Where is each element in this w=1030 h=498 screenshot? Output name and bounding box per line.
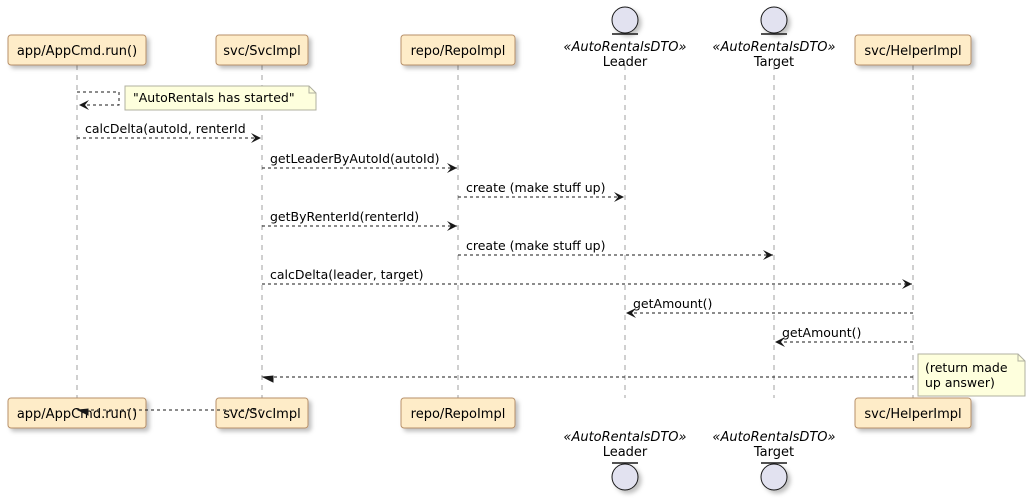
note-started-text: "AutoRentals has started" (133, 90, 295, 105)
message-arrowhead (626, 308, 636, 318)
entity-icon (760, 6, 788, 34)
participant-repo-top: repo/RepoImpl (400, 34, 516, 66)
message-5: getByRenterId(renterId) (262, 209, 457, 231)
message-label: calcDelta(autoId, renterId (85, 121, 246, 136)
entity-icon (611, 6, 639, 34)
return-arrowhead (261, 375, 274, 383)
message-11 (76, 408, 262, 416)
participants-top: app/AppCmd.run() svc/SvcImpl repo/RepoImpl… (7, 6, 972, 70)
participant-label: svc/SvcImpl (223, 407, 300, 422)
entity-label: Target (753, 55, 794, 70)
message-4: create (make stuff up) (458, 180, 624, 202)
message-arrowhead (614, 192, 624, 202)
entity-target-bottom: «AutoRentalsDTO»Target (712, 430, 836, 491)
participant-label: svc/SvcImpl (223, 44, 300, 59)
entity-label: Target (753, 445, 794, 460)
participant-svc-bottom: svc/SvcImpl (215, 397, 309, 429)
entity-label: Leader (603, 445, 648, 460)
message-9: getAmount() (775, 325, 913, 347)
message-6: create (make stuff up) (458, 238, 773, 260)
lifelines (76, 65, 914, 398)
message-label: getByRenterId(renterId) (270, 209, 419, 224)
return-arrowhead (76, 408, 89, 416)
participant-label: svc/HelperImpl (864, 44, 961, 59)
note-started: "AutoRentals has started" (124, 85, 317, 111)
message-label: create (make stuff up) (466, 180, 605, 195)
entity-stereotype: «AutoRentalsDTO» (563, 430, 686, 445)
participant-svc-top: svc/SvcImpl (215, 34, 309, 66)
participant-label: app/AppCmd.run() (17, 44, 137, 59)
entity-icon (760, 463, 788, 491)
entity-target-top: «AutoRentalsDTO»Target (712, 6, 836, 70)
message-label: getLeaderByAutoId(autoId) (270, 151, 440, 166)
messages: calcDelta(autoId, renterId getLeaderByAut… (76, 91, 913, 416)
message-label: getAmount() (782, 325, 861, 340)
message-label: calcDelta(leader, target) (270, 267, 424, 282)
participant-app-bottom: app/AppCmd.run() (7, 397, 147, 429)
participant-label: repo/RepoImpl (411, 407, 506, 422)
message-arrowhead (447, 163, 457, 173)
entity-leader-top: «AutoRentalsDTO»Leader (563, 6, 687, 70)
entity-stereotype: «AutoRentalsDTO» (712, 430, 835, 445)
participant-helper-top: svc/HelperImpl (854, 34, 972, 66)
note-return: (return made up answer) (917, 353, 1026, 397)
entity-stereotype: «AutoRentalsDTO» (712, 40, 835, 55)
participant-label: repo/RepoImpl (411, 44, 506, 59)
message-arrowhead (251, 133, 261, 143)
message-arrowhead (447, 221, 457, 231)
participants-bottom: app/AppCmd.run() svc/SvcImpl repo/RepoImpl… (7, 397, 972, 491)
message-10 (261, 375, 913, 383)
message-1 (77, 91, 120, 110)
note-return-line-2: up answer) (925, 375, 995, 390)
message-arrowhead (763, 250, 773, 260)
participant-label: svc/HelperImpl (864, 407, 961, 422)
note-return-line-1: (return made (925, 360, 1008, 375)
message-2: calcDelta(autoId, renterId (77, 121, 261, 143)
participant-helper-bottom: svc/HelperImpl (854, 397, 972, 429)
entity-label: Leader (603, 55, 648, 70)
message-3: getLeaderByAutoId(autoId) (262, 151, 457, 173)
message-arrowhead (902, 279, 912, 289)
message-7: calcDelta(leader, target) (262, 267, 912, 289)
message-arrowhead (775, 337, 785, 347)
message-8: getAmount() (626, 296, 913, 318)
participant-label: app/AppCmd.run() (17, 407, 137, 422)
message-label: create (make stuff up) (466, 238, 605, 253)
entity-stereotype: «AutoRentalsDTO» (563, 40, 686, 55)
message-label: getAmount() (633, 296, 712, 311)
self-message-arrow (77, 91, 120, 110)
entity-icon (611, 463, 639, 491)
notes: "AutoRentals has started" (return made u… (124, 85, 1026, 397)
participant-repo-bottom: repo/RepoImpl (400, 397, 516, 429)
entity-leader-bottom: «AutoRentalsDTO»Leader (563, 430, 687, 491)
participant-app-top: app/AppCmd.run() (7, 34, 147, 66)
